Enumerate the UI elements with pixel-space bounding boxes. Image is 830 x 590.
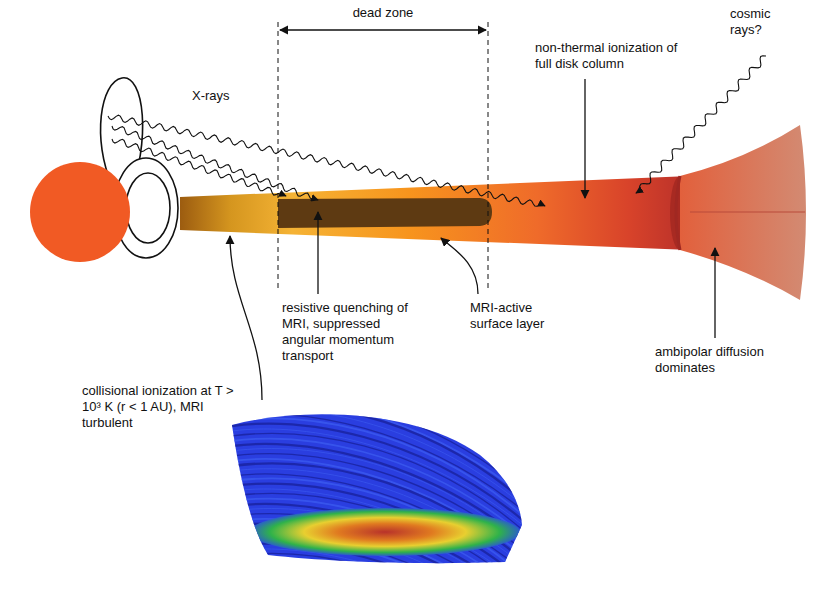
outer-disk (680, 125, 806, 300)
field-loop (126, 173, 170, 243)
inner-disk (180, 176, 690, 250)
radiation-ray (112, 139, 286, 196)
callout-label: X-rays (192, 88, 262, 104)
callout-label: collisional ionization at T > 10³ K (r <… (82, 383, 240, 431)
star (30, 162, 130, 262)
dashed-boundary (278, 22, 279, 290)
dead-zone-region (278, 198, 492, 228)
radiation-ray (636, 56, 766, 193)
simulation-midplane (250, 508, 520, 556)
leader-arrow (584, 79, 585, 198)
disk-midplane (690, 212, 805, 213)
callout-label: ambipolar diffusion dominates (655, 344, 790, 376)
turbulence-streak (225, 554, 525, 590)
radiation-ray (108, 115, 545, 206)
callout-label: cosmic rays? (730, 6, 792, 38)
callout-label: dead zone (323, 5, 443, 21)
dashed-boundary (488, 22, 489, 290)
dimension-arrow (280, 29, 486, 30)
disk-rim (676, 176, 680, 250)
turbulence-streak (225, 504, 525, 590)
callout-label: resistive quenching of MRI, suppressed a… (282, 300, 414, 363)
leader-arrow (714, 248, 715, 338)
simulation-snapshot (220, 389, 540, 590)
leader-arrow (317, 212, 318, 294)
leader-arrow (230, 236, 262, 400)
turbulence-streak (225, 499, 525, 590)
leader-arrow (441, 238, 478, 294)
callout-label: non-thermal ionization of full disk colu… (535, 40, 695, 72)
radiation-ray (112, 126, 318, 200)
callout-label: MRI-active surface layer (470, 300, 570, 332)
simulation-ground (220, 395, 540, 575)
